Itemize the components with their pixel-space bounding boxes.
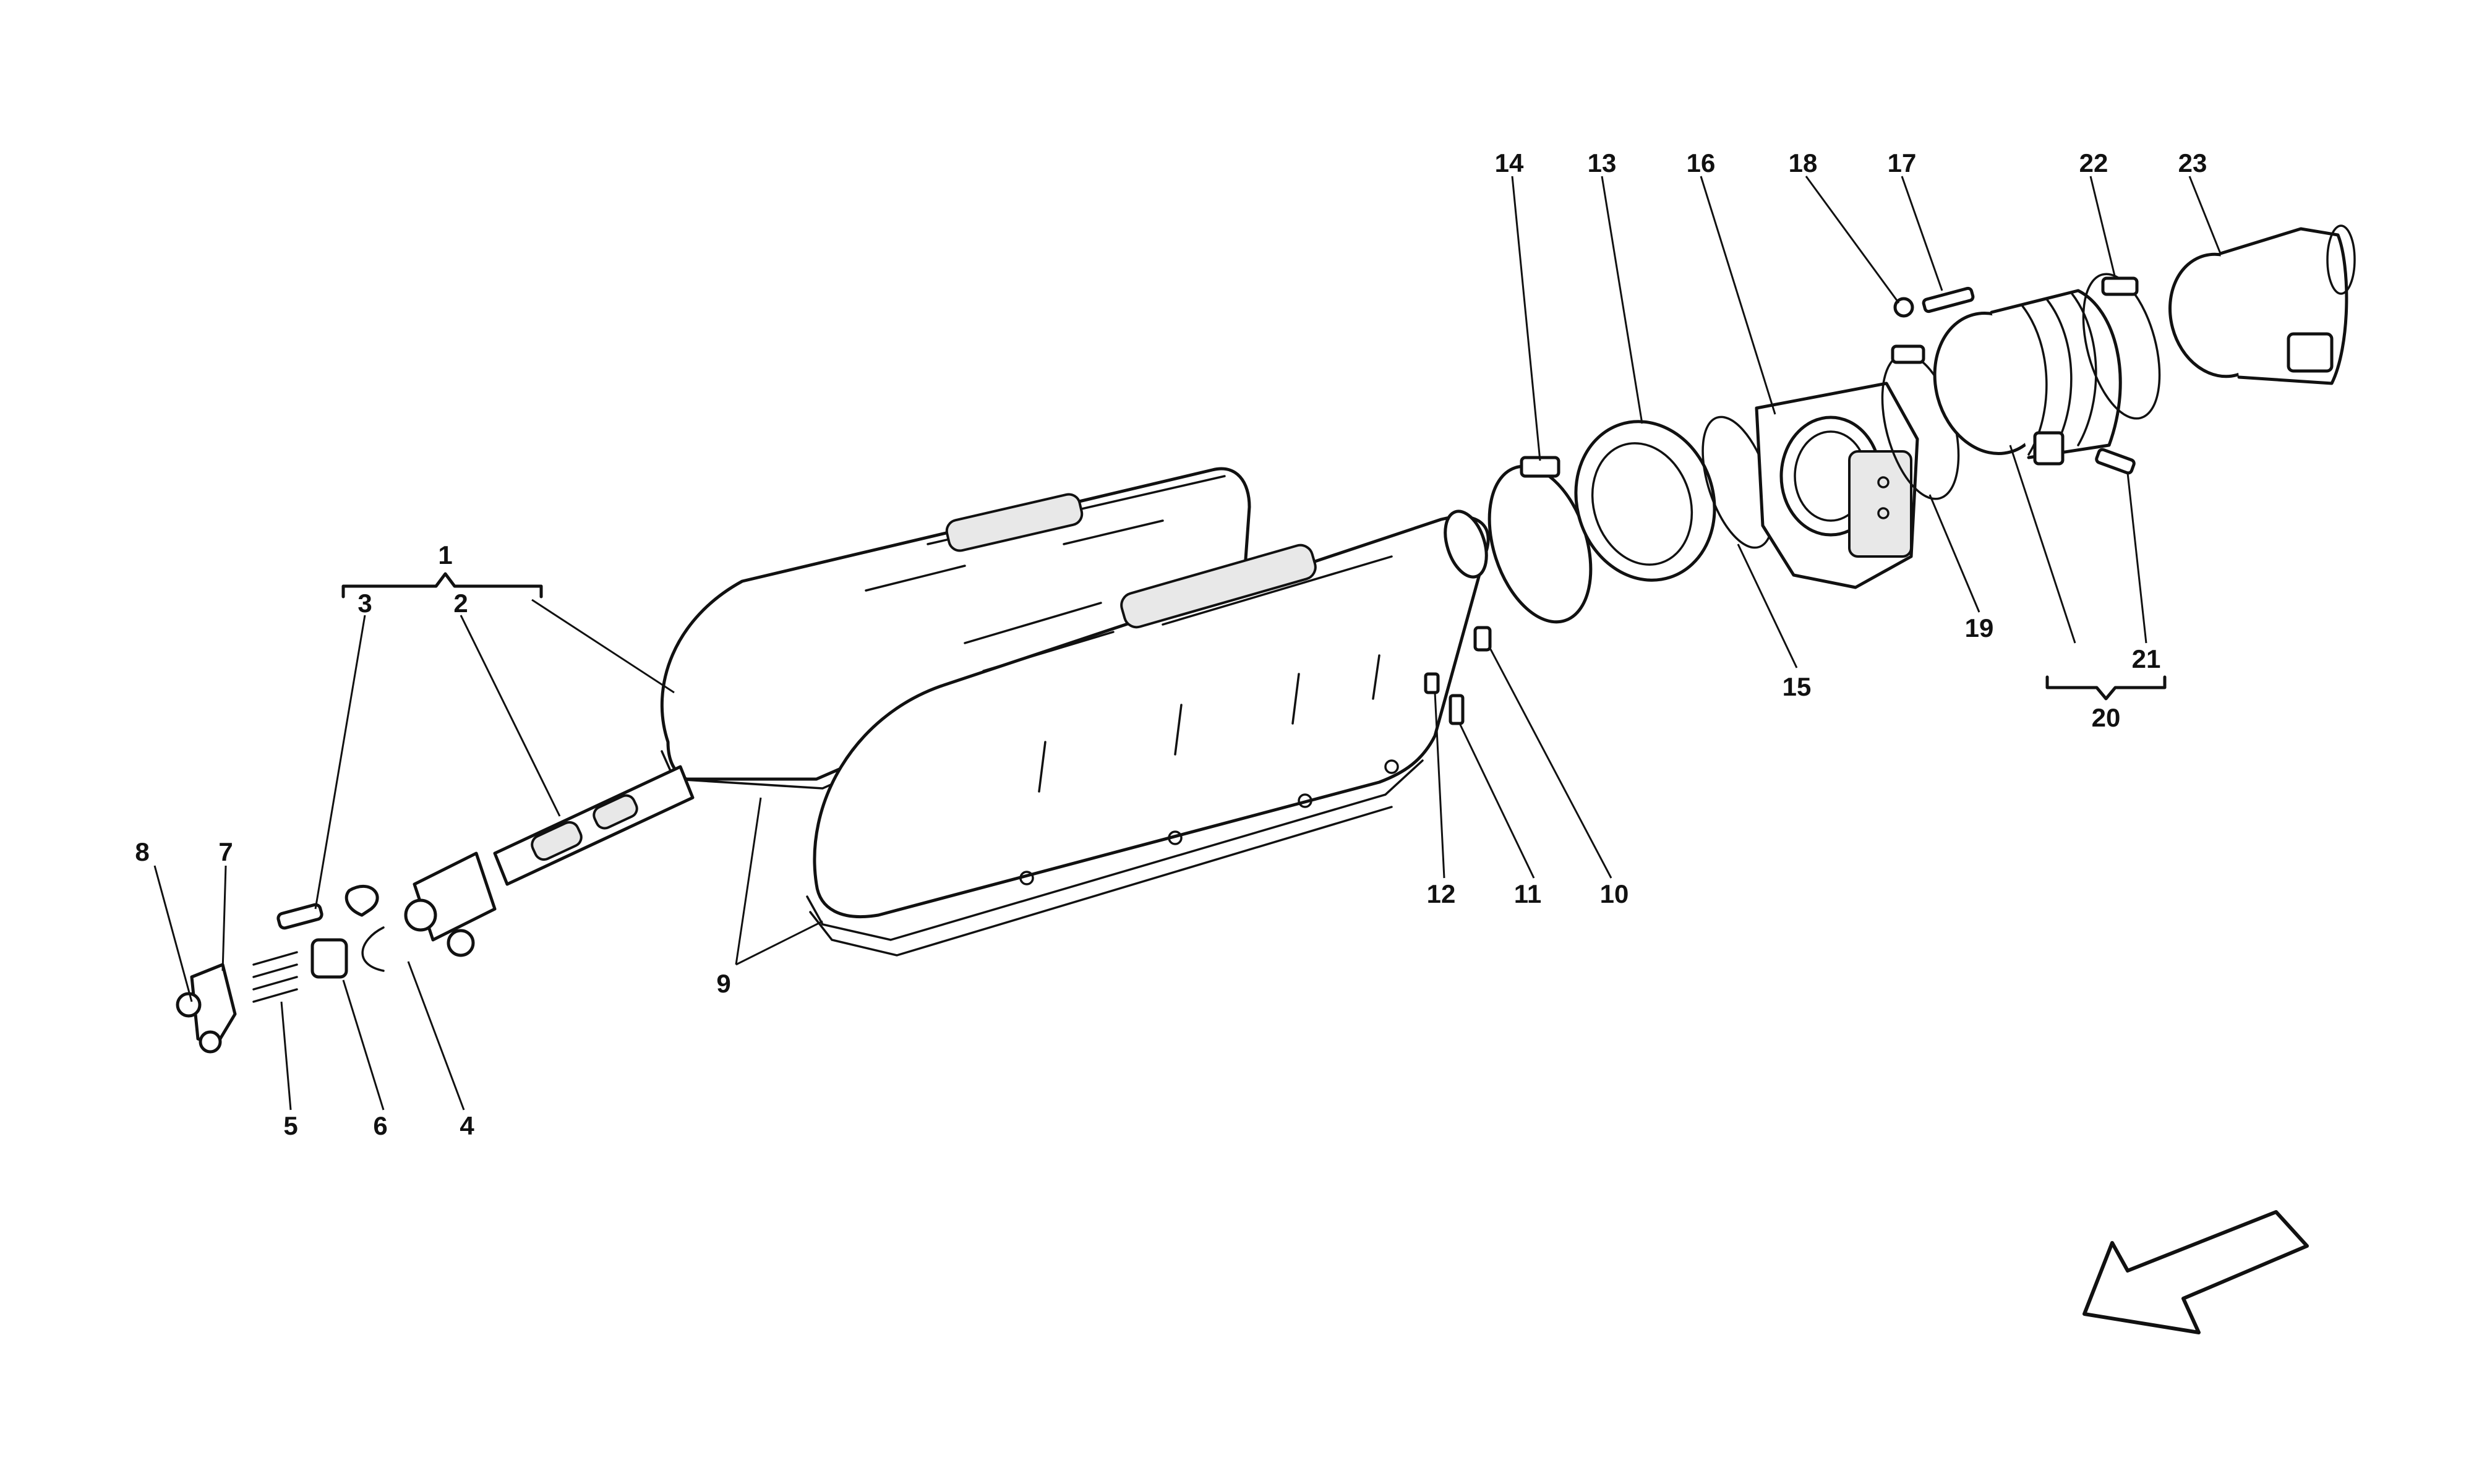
callout-13: 13 bbox=[1588, 148, 1617, 177]
rubber-sleeve-20 bbox=[1933, 289, 2122, 466]
brace-group-1 bbox=[341, 572, 543, 599]
callout-19: 19 bbox=[1965, 613, 1994, 642]
callout-16: 16 bbox=[1687, 148, 1716, 177]
callout-17: 17 bbox=[1888, 148, 1917, 177]
valve-shaft-assembly bbox=[176, 765, 695, 1054]
callout-9: 9 bbox=[716, 969, 730, 998]
callout-11: 11 bbox=[1514, 879, 1541, 908]
callout-4: 4 bbox=[460, 1111, 474, 1140]
callout-5: 5 bbox=[283, 1111, 297, 1140]
sensor-21 bbox=[2095, 448, 2136, 475]
callout-12: 12 bbox=[1427, 879, 1456, 908]
callout-labels: 1 2 3 4 5 6 7 8 9 10 11 12 13 14 15 16 1… bbox=[135, 148, 2207, 1140]
callout-6: 6 bbox=[373, 1111, 387, 1140]
callout-3: 3 bbox=[357, 589, 372, 618]
callout-23: 23 bbox=[2178, 148, 2207, 177]
callout-14: 14 bbox=[1495, 148, 1524, 177]
throttle-body-16 bbox=[1755, 382, 1919, 589]
leader-lines bbox=[153, 176, 2222, 1111]
bolt-17-washer-18 bbox=[1893, 286, 1975, 318]
callout-7: 7 bbox=[218, 837, 233, 866]
arrow-down-left-icon bbox=[2082, 1210, 2309, 1334]
callout-8: 8 bbox=[135, 837, 149, 866]
callout-10: 10 bbox=[1600, 879, 1629, 908]
callout-18: 18 bbox=[1789, 148, 1818, 177]
adapter-ring-13 bbox=[1574, 420, 1716, 582]
callout-21: 21 bbox=[2132, 644, 2161, 673]
hose-clamp-22 bbox=[2082, 273, 2161, 420]
callout-15: 15 bbox=[1783, 672, 1812, 701]
callout-2: 2 bbox=[453, 589, 468, 618]
callout-20: 20 bbox=[2092, 703, 2121, 732]
air-flow-meter-23 bbox=[2168, 224, 2356, 385]
brace-group-20 bbox=[2045, 675, 2167, 701]
callout-22: 22 bbox=[2079, 148, 2108, 177]
callout-1: 1 bbox=[438, 540, 452, 569]
front-intake-manifold-cover bbox=[806, 510, 1490, 957]
rear-intake-manifold-cover bbox=[660, 467, 1251, 790]
sensor-bolts bbox=[1424, 626, 1492, 725]
